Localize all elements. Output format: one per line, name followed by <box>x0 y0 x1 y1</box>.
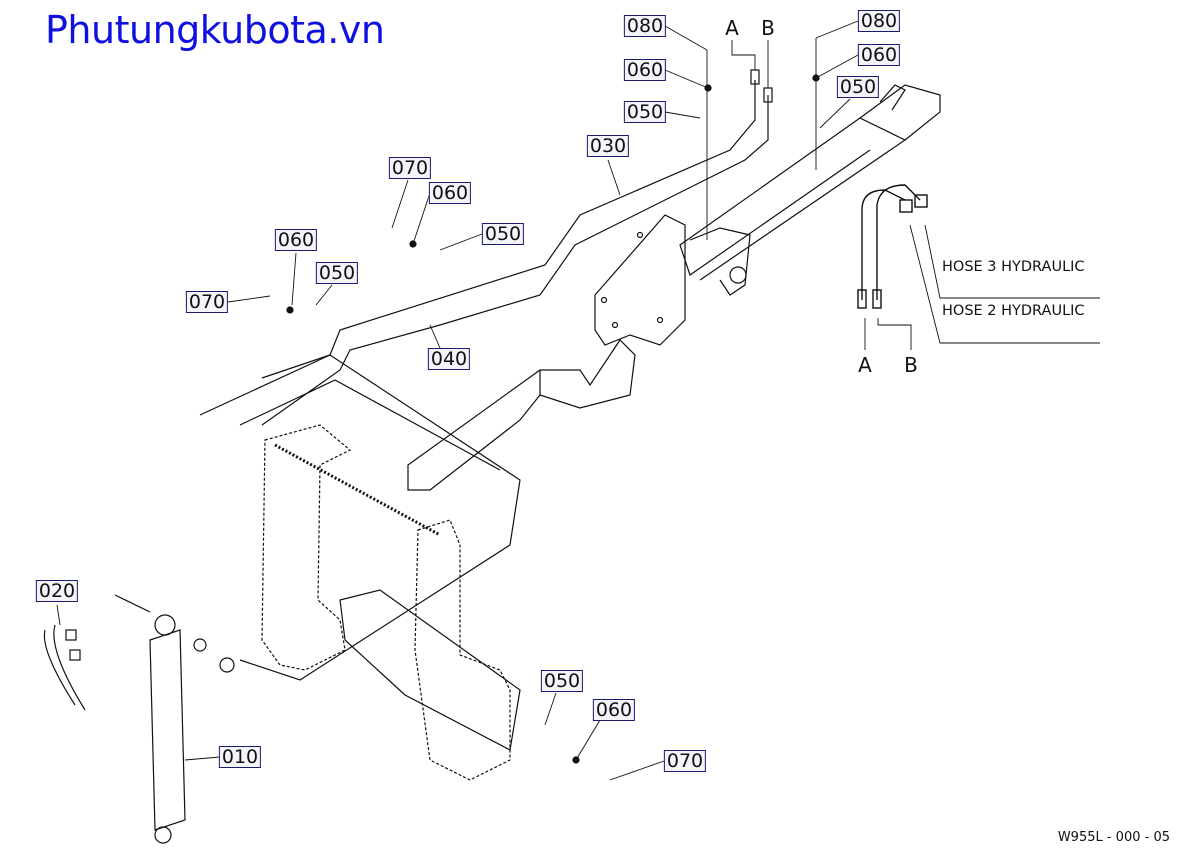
part-label-070[interactable]: 070 <box>388 157 432 179</box>
main-beam <box>679 84 941 296</box>
part-label-080[interactable]: 080 <box>857 10 901 32</box>
part-label-050[interactable]: 050 <box>623 101 667 123</box>
chain <box>274 443 441 537</box>
connector-a-label: A <box>858 353 872 377</box>
mount-plate <box>594 214 686 346</box>
part-label-060[interactable]: 060 <box>592 699 636 721</box>
leader-lines <box>56 20 1100 781</box>
part-label-050[interactable]: 050 <box>315 262 359 284</box>
part-label-030[interactable]: 030 <box>586 135 630 157</box>
drawing-code: W955L - 000 - 05 <box>1057 830 1170 845</box>
hose-020 <box>43 624 86 711</box>
part-label-070[interactable]: 070 <box>185 291 229 313</box>
hydraulic-cylinder <box>114 594 235 844</box>
connector-b-label: B <box>904 353 918 377</box>
pipe-030 <box>261 69 773 426</box>
part-label-050[interactable]: 050 <box>481 223 525 245</box>
part-label-070[interactable]: 070 <box>663 750 707 772</box>
lower-arm <box>407 339 636 491</box>
part-label-020[interactable]: 020 <box>35 580 79 602</box>
outline-plate <box>199 354 521 681</box>
hose-3-label: HOSE 3 HYDRAULIC <box>942 259 1085 275</box>
part-label-060[interactable]: 060 <box>274 229 318 251</box>
connector-b-label: B <box>761 16 775 40</box>
part-label-050[interactable]: 050 <box>540 670 584 692</box>
hose-2-label: HOSE 2 HYDRAULIC <box>942 303 1085 319</box>
connector-a-label: A <box>725 16 739 40</box>
frame <box>261 424 511 781</box>
hydraulic-hoses <box>857 184 928 309</box>
part-label-060[interactable]: 060 <box>623 59 667 81</box>
part-label-050[interactable]: 050 <box>836 76 880 98</box>
cross-member <box>339 589 521 751</box>
watermark: Phutungkubota.vn <box>45 8 385 52</box>
part-label-080[interactable]: 080 <box>623 15 667 37</box>
part-label-040[interactable]: 040 <box>427 348 471 370</box>
part-label-010[interactable]: 010 <box>218 746 262 768</box>
part-label-060[interactable]: 060 <box>428 182 472 204</box>
part-label-060[interactable]: 060 <box>857 44 901 66</box>
